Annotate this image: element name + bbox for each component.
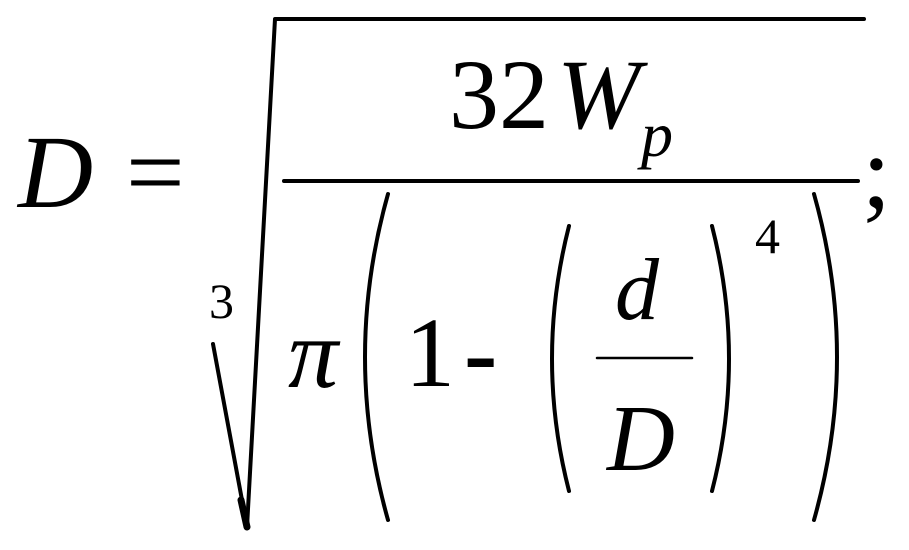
numerator-coefficient: 32: [449, 39, 549, 150]
terminator-semicolon: ;: [862, 115, 891, 230]
inner-right-parenthesis: [710, 224, 731, 493]
equals-sign: =: [126, 115, 185, 230]
inner-fraction-denominator: D: [605, 387, 675, 491]
minus-sign: -: [464, 297, 497, 408]
root-index: 3: [209, 273, 234, 329]
pi-symbol: π: [288, 298, 341, 409]
numerator-subscript: p: [637, 99, 673, 170]
outer-left-parenthesis: [363, 192, 390, 522]
numerator-variable: W: [557, 39, 648, 150]
lhs-variable: D: [16, 115, 93, 230]
inner-left-parenthesis: [550, 224, 571, 493]
outer-right-parenthesis: [812, 192, 839, 522]
exponent: 4: [755, 208, 780, 264]
radical-foot: [237, 496, 251, 531]
radical-sign: [211, 17, 866, 529]
denominator-one: 1: [405, 297, 455, 408]
inner-fraction-numerator: d: [615, 242, 660, 339]
